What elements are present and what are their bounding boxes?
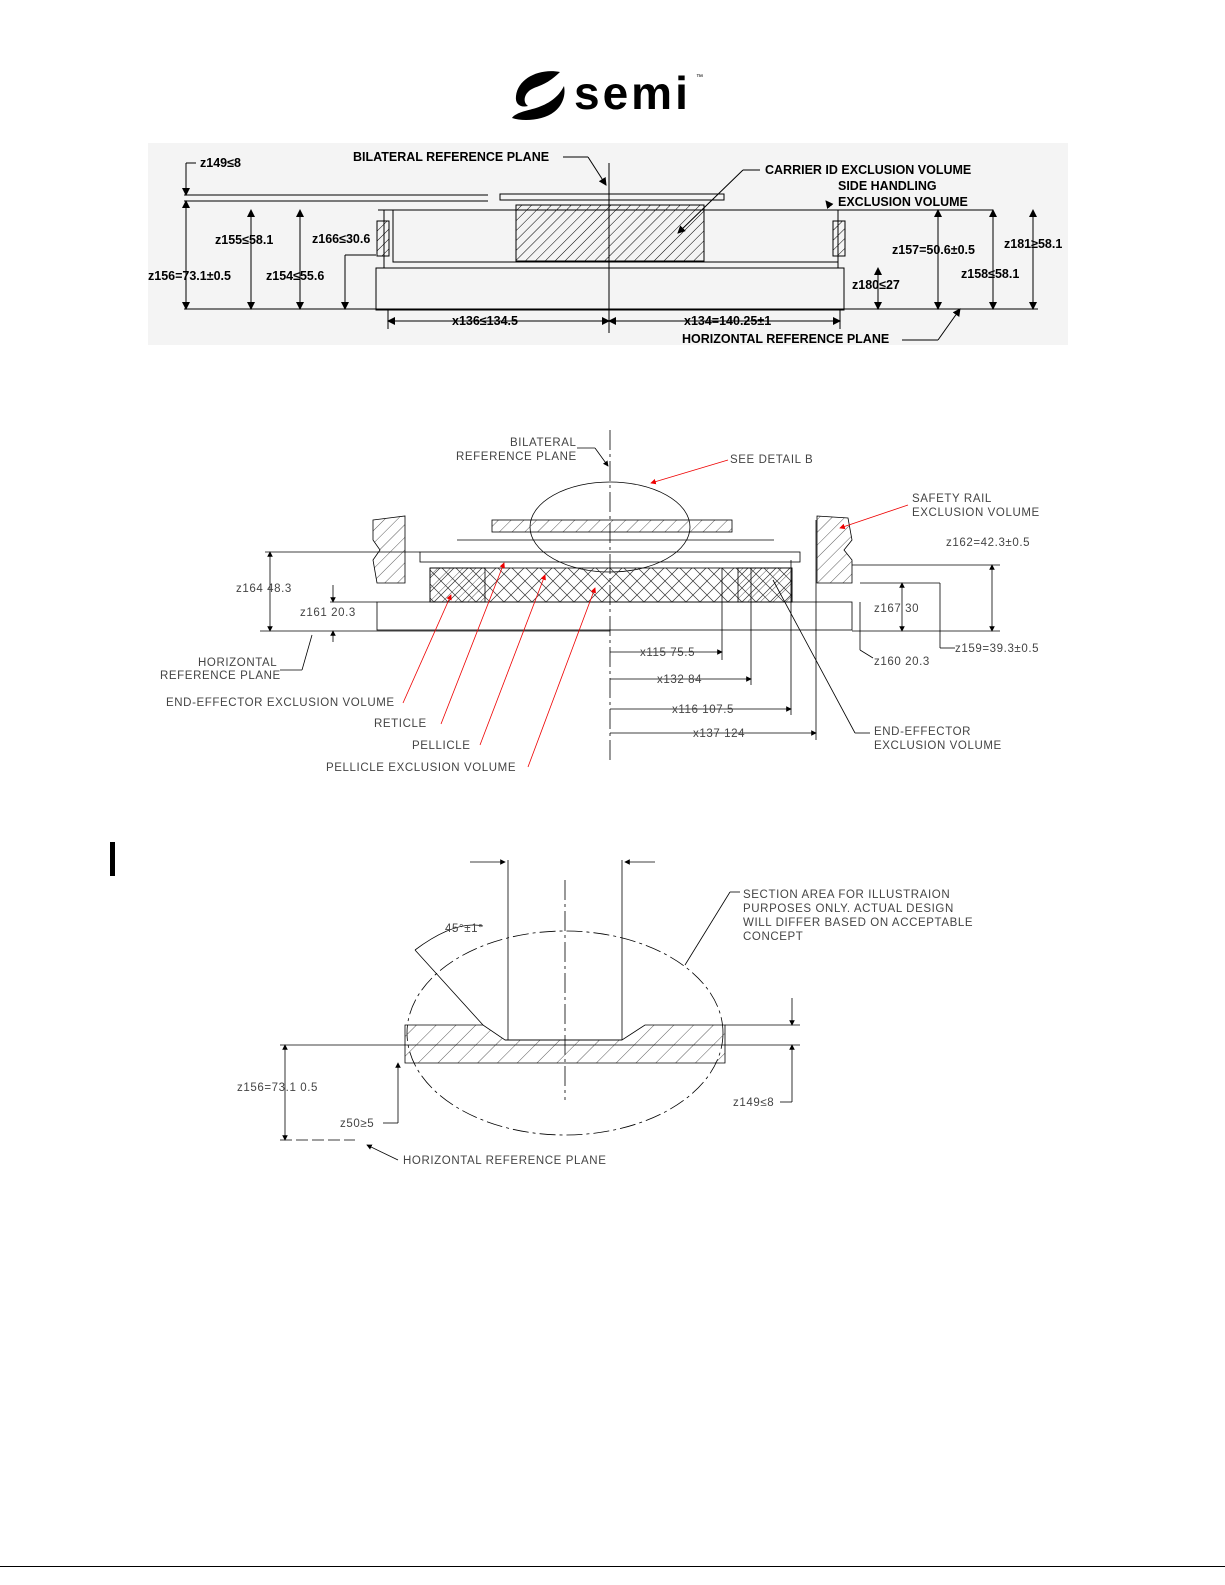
- label-z162: z162=42.3±0.5: [946, 537, 1030, 549]
- label-z50: z50≥5: [340, 1118, 374, 1130]
- label-z166: z166≤30.6: [312, 232, 370, 246]
- logo-wordmark: semi: [574, 67, 691, 119]
- label-z160: z160 20.3: [874, 656, 930, 668]
- label-z164: z164 48.3: [236, 583, 292, 595]
- label-z149: z149≤8: [200, 156, 241, 170]
- figure-detail-b: 45°±1° SECTION AREA FOR ILLUSTRAION PURP…: [215, 850, 1005, 1180]
- label-section-2: PURPOSES ONLY. ACTUAL DESIGN: [743, 903, 954, 915]
- label-z158: z158≤58.1: [961, 267, 1019, 281]
- label-z156: z156=73.1±0.5: [148, 269, 231, 283]
- figure-side-view: z149≤8 BILATERAL REFERENCE PLANE CARRIER…: [148, 143, 1068, 346]
- label-x116: x116 107.5: [672, 704, 734, 716]
- label-z180: z180≤27: [852, 278, 900, 292]
- logo-trademark: ™: [696, 74, 703, 81]
- semi-swoosh-icon: [512, 71, 565, 120]
- label-z181: z181≥58.1: [1004, 237, 1062, 251]
- label-z161: z161 20.3: [300, 607, 356, 619]
- semi-logo: semi ™: [510, 67, 715, 124]
- label-end-effector-right-2: EXCLUSION VOLUME: [874, 740, 1002, 752]
- label-pellicle: PELLICLE: [412, 740, 471, 752]
- label-z159: z159=39.3±0.5: [955, 643, 1039, 655]
- label-end-effector: END-EFFECTOR EXCLUSION VOLUME: [166, 697, 395, 709]
- label-horizontal-2: REFERENCE PLANE: [160, 670, 281, 682]
- label-bilateral-plane: BILATERAL REFERENCE PLANE: [353, 150, 549, 164]
- label-z149: z149≤8: [733, 1097, 774, 1109]
- label-z155: z155≤58.1: [215, 233, 273, 247]
- label-reference-plane: REFERENCE PLANE: [456, 451, 577, 463]
- label-horizontal: HORIZONTAL: [198, 657, 277, 669]
- label-side-handling-2: EXCLUSION VOLUME: [838, 195, 968, 209]
- label-end-effector-right: END-EFFECTOR: [874, 726, 971, 738]
- label-horizontal-plane: HORIZONTAL REFERENCE PLANE: [682, 332, 889, 345]
- label-reticle: RETICLE: [374, 718, 427, 730]
- label-z157: z157=50.6±0.5: [892, 243, 975, 257]
- label-pellicle-exclusion: PELLICLE EXCLUSION VOLUME: [326, 762, 516, 774]
- label-section-3: WILL DIFFER BASED ON ACCEPTABLE: [743, 917, 973, 929]
- label-x134: x134=140.25±1: [684, 314, 771, 328]
- label-angle: 45°±1°: [445, 923, 483, 935]
- label-horizontal-plane: HORIZONTAL REFERENCE PLANE: [403, 1155, 606, 1167]
- label-z154: z154≤55.6: [266, 269, 324, 283]
- label-section-1: SECTION AREA FOR ILLUSTRAION: [743, 889, 950, 901]
- label-x136: x136≤134.5: [452, 314, 518, 328]
- label-z156: z156=73.1 0.5: [237, 1082, 318, 1094]
- label-section-4: CONCEPT: [743, 931, 803, 943]
- label-z167: z167 30: [874, 603, 919, 615]
- label-x115: x115 75.5: [640, 647, 695, 659]
- label-x137: x137 124: [693, 728, 745, 740]
- label-x132: x132 84: [657, 674, 702, 686]
- label-side-handling: SIDE HANDLING: [838, 179, 937, 193]
- label-safety-rail-2: EXCLUSION VOLUME: [912, 507, 1040, 519]
- label-carrier-id: CARRIER ID EXCLUSION VOLUME: [765, 163, 971, 177]
- revision-bar: [110, 842, 115, 876]
- label-safety-rail: SAFETY RAIL: [912, 493, 992, 505]
- figure-cross-section: BILATERAL REFERENCE PLANE SEE DETAIL B S…: [140, 420, 1090, 790]
- label-bilateral: BILATERAL: [510, 437, 577, 449]
- label-see-detail-b: SEE DETAIL B: [730, 454, 813, 466]
- footer-rule: [0, 1566, 1225, 1567]
